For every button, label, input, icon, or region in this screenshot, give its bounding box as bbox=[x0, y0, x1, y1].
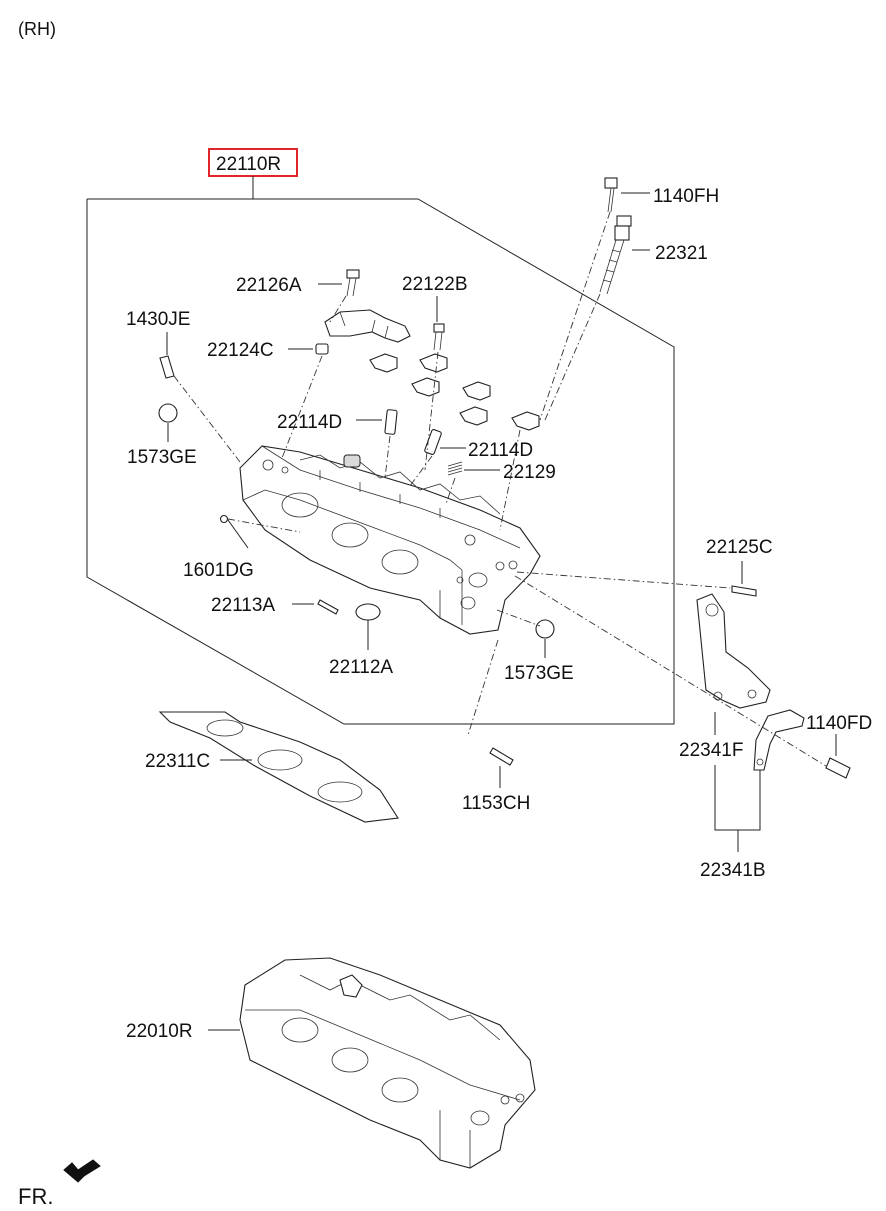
front-direction-label: FR. bbox=[18, 1184, 53, 1209]
head-gasket-drawing bbox=[158, 711, 399, 823]
part-label-22311C[interactable]: 22311C bbox=[145, 751, 210, 772]
cylinder-head-assembly-drawing bbox=[239, 445, 541, 635]
part-label-22341F[interactable]: 22341F bbox=[679, 740, 743, 761]
leader-lines bbox=[166, 192, 837, 1031]
part-label-22114D-right[interactable]: 22114D bbox=[468, 440, 533, 461]
part-labels: 1140FH 22321 22126A 22122B 1430JE 22124C… bbox=[126, 186, 872, 1042]
part-label-1430JE[interactable]: 1430JE bbox=[126, 309, 190, 330]
assembly-dash-lines bbox=[173, 211, 827, 767]
part-label-1601DG[interactable]: 1601DG bbox=[183, 560, 254, 581]
part-label-22341B[interactable]: 22341B bbox=[700, 860, 766, 881]
part-label-22125C[interactable]: 22125C bbox=[706, 537, 773, 558]
part-label-1153CH[interactable]: 1153CH bbox=[462, 793, 530, 814]
side-label: (RH) bbox=[18, 19, 56, 39]
front-direction-indicator: FR. bbox=[18, 1159, 101, 1209]
assembly-outline bbox=[86, 176, 675, 725]
part-label-22114D-left[interactable]: 22114D bbox=[277, 412, 342, 433]
part-label-22321[interactable]: 22321 bbox=[655, 243, 708, 264]
part-label-22110R[interactable]: 22110R bbox=[216, 154, 281, 175]
part-label-22010R[interactable]: 22010R bbox=[126, 1021, 193, 1042]
part-label-22129[interactable]: 22129 bbox=[503, 462, 556, 483]
part-label-22124C[interactable]: 22124C bbox=[207, 340, 274, 361]
part-label-22122B[interactable]: 22122B bbox=[402, 274, 468, 295]
part-label-1573GE-lower[interactable]: 1573GE bbox=[504, 663, 574, 684]
bare-cylinder-head-drawing bbox=[239, 957, 536, 1169]
bracket-drawing bbox=[696, 593, 805, 771]
small-parts bbox=[158, 177, 851, 779]
part-label-22112A[interactable]: 22112A bbox=[329, 657, 393, 678]
part-label-22126A[interactable]: 22126A bbox=[236, 275, 302, 296]
part-label-1140FH[interactable]: 1140FH bbox=[653, 186, 719, 207]
part-label-22113A[interactable]: 22113A bbox=[211, 595, 275, 616]
front-arrow-icon bbox=[63, 1159, 101, 1183]
camshaft-caps bbox=[324, 309, 540, 431]
part-label-1573GE-upper[interactable]: 1573GE bbox=[127, 447, 197, 468]
part-label-1140FD[interactable]: 1140FD bbox=[806, 713, 872, 734]
